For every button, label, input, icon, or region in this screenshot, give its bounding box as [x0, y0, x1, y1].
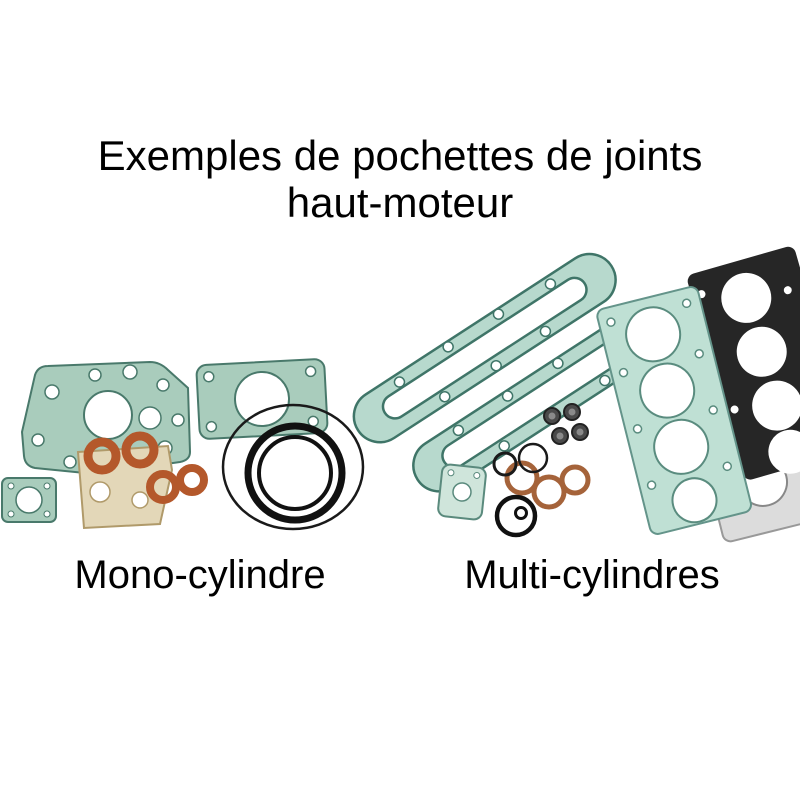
caption-multi-cylindres: Multi-cylindres — [464, 553, 720, 597]
page-title-line1: Exemples de pochettes de joints — [97, 132, 703, 179]
page-title-line2: haut-moteur — [286, 179, 514, 227]
valve-stem-seals-icon — [543, 403, 589, 445]
multi-small-gasket-icon — [437, 463, 487, 521]
mono-o-rings-icon — [221, 403, 365, 531]
mono-head-gasket-icon — [195, 358, 329, 440]
mono-small-gasket-icon — [1, 477, 57, 523]
page-title: Exemples de pochettes de joints haut-mot… — [0, 132, 800, 226]
multi-copper-rings-icon — [504, 460, 591, 510]
valve-cover-gasket-a-icon — [352, 252, 617, 444]
copper-washers-icon — [83, 431, 208, 504]
mono-cylinder-gasket-set-icon — [1, 358, 365, 531]
multi-o-ring-icon — [494, 494, 538, 538]
mono-base-gasket-icon — [20, 360, 192, 476]
caption-mono-cylindre: Mono-cylindre — [74, 553, 326, 597]
multi-thin-rings-icon — [492, 442, 549, 477]
multi-head-gasket-icon — [596, 286, 753, 535]
multi-cylinder-gasket-set-icon — [352, 246, 800, 543]
